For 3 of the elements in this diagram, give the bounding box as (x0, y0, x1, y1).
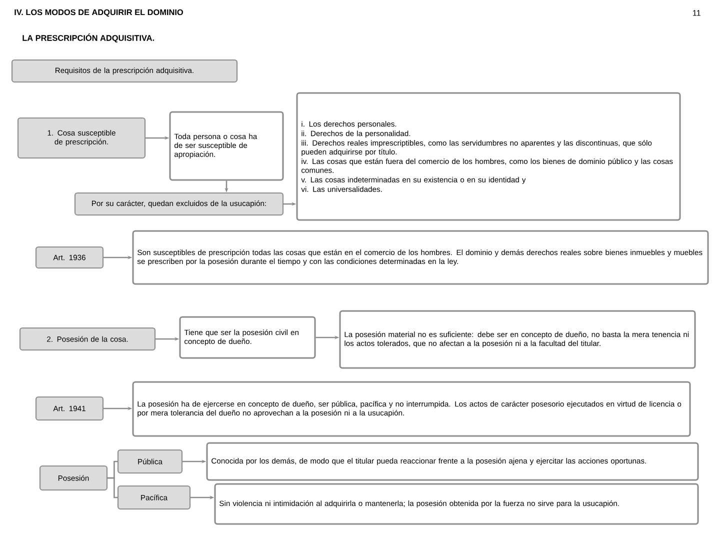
page-number: 11 (692, 10, 700, 16)
subtitle: LA PRESCRIPCIÓN ADQUISITIVA. (22, 34, 154, 42)
title: IV. LOS MODOS DE ADQUIRIR EL DOMINIO (14, 9, 183, 17)
